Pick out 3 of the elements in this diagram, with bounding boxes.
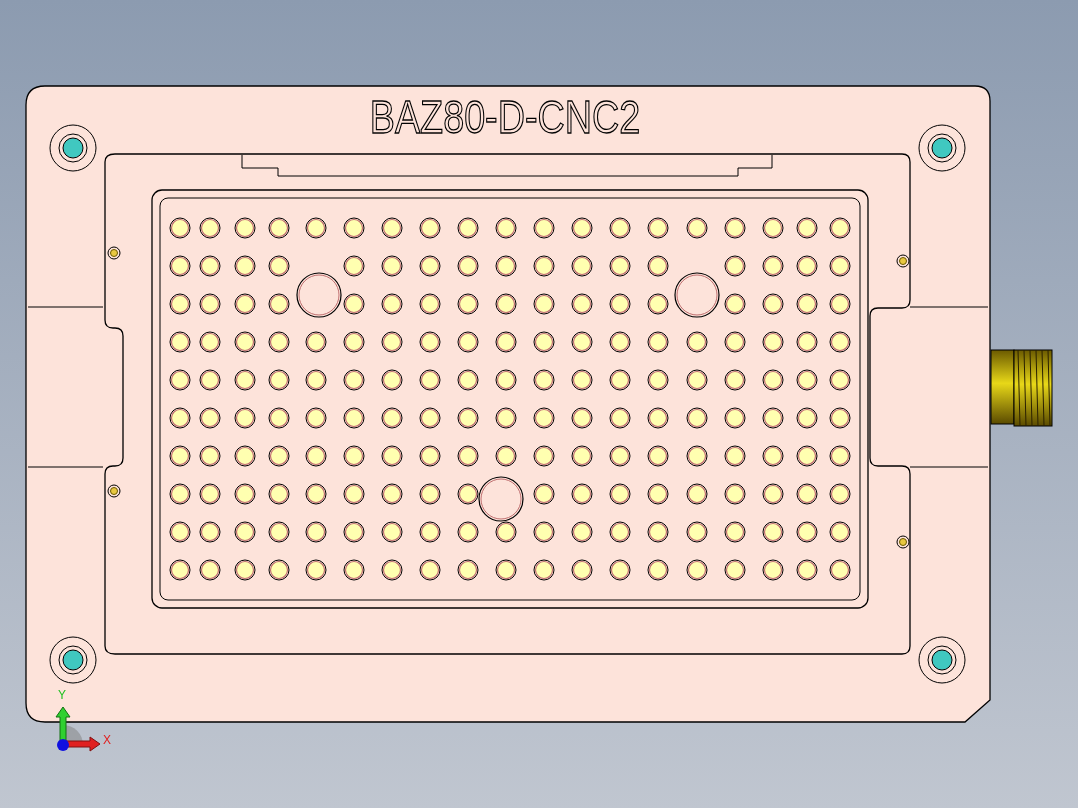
engraved-part-number: BAZ80-D-CNC2: [368, 90, 642, 144]
axis-label: Y: [58, 688, 66, 702]
axis-label: X: [103, 733, 111, 747]
